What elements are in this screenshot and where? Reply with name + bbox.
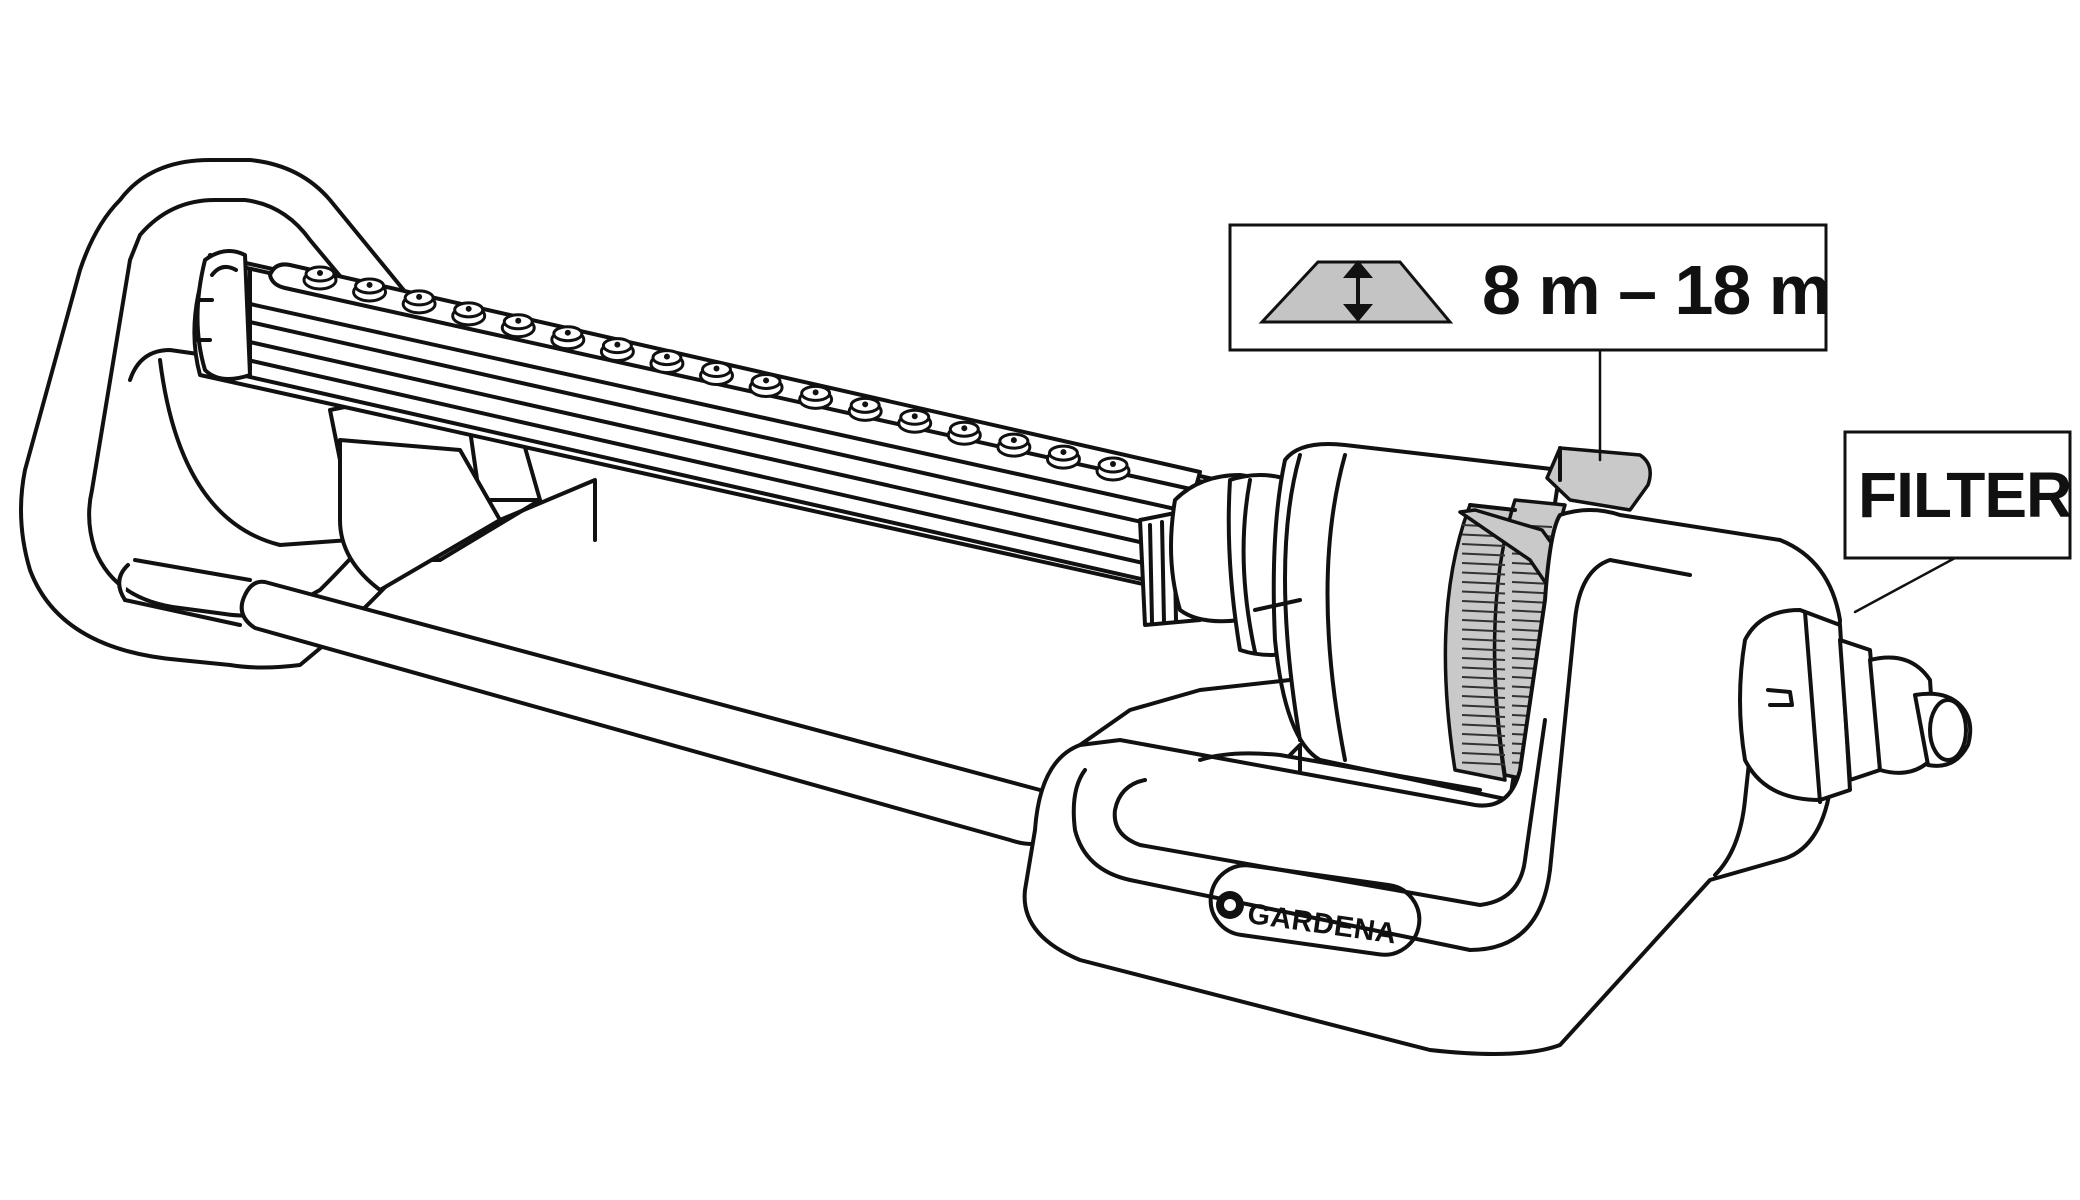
ring-rib	[1461, 685, 1506, 690]
ring-rib	[1461, 676, 1506, 680]
brand-badge	[1208, 863, 1422, 957]
nozzle	[599, 337, 635, 363]
ring-rib	[1461, 638, 1506, 642]
ring-rib	[1461, 609, 1506, 614]
filter-callout	[1843, 430, 2072, 614]
ring-rib	[1461, 733, 1506, 737]
ring-rib	[1461, 581, 1506, 585]
ring-rib	[1461, 600, 1506, 604]
ring-rib	[1461, 571, 1506, 576]
range-label: 8 m – 18 m	[1482, 251, 1831, 329]
filter-leader-line	[1853, 556, 1957, 614]
range-callout	[1228, 223, 1828, 462]
filter-callout-box	[1843, 430, 2072, 560]
nozzle	[897, 408, 933, 434]
ring-rib	[1461, 543, 1506, 547]
ring-rib	[1461, 704, 1506, 709]
hose-connector	[1738, 608, 1973, 804]
nozzle	[649, 349, 685, 375]
nozzle-row	[302, 265, 1131, 482]
nozzle	[550, 325, 586, 351]
nozzle	[451, 301, 487, 327]
ring-rib	[1461, 752, 1506, 756]
nozzle	[996, 432, 1032, 458]
nozzle	[748, 372, 784, 398]
nozzle	[847, 396, 883, 422]
ring-rib	[1461, 695, 1506, 699]
nozzle	[401, 289, 437, 315]
spray-width-adjust-icon	[1258, 260, 1454, 324]
filter-label: FILTER	[1858, 459, 2072, 531]
ring-rib	[1461, 619, 1506, 623]
ring-rib	[1461, 761, 1506, 766]
ring-rib	[1461, 657, 1506, 661]
nozzle	[798, 384, 834, 410]
ring-rib	[1461, 590, 1506, 595]
ring-rib	[1461, 666, 1506, 671]
nozzle	[302, 265, 338, 291]
nozzle	[352, 277, 388, 303]
ring-rib	[1461, 562, 1506, 566]
ring-rib	[1461, 647, 1506, 652]
ring-rib	[1461, 714, 1506, 718]
nozzle	[699, 361, 734, 386]
range-adjust-rings	[1443, 446, 1652, 787]
ring-rib	[1461, 723, 1506, 728]
nozzle	[946, 420, 982, 446]
base-rail	[117, 558, 1069, 846]
ring-rib	[1461, 628, 1506, 633]
nozzle	[1045, 444, 1081, 470]
ring-rib	[1461, 742, 1506, 747]
nozzle	[500, 313, 536, 339]
nozzle	[1095, 456, 1131, 482]
ring-rib	[1461, 552, 1506, 557]
